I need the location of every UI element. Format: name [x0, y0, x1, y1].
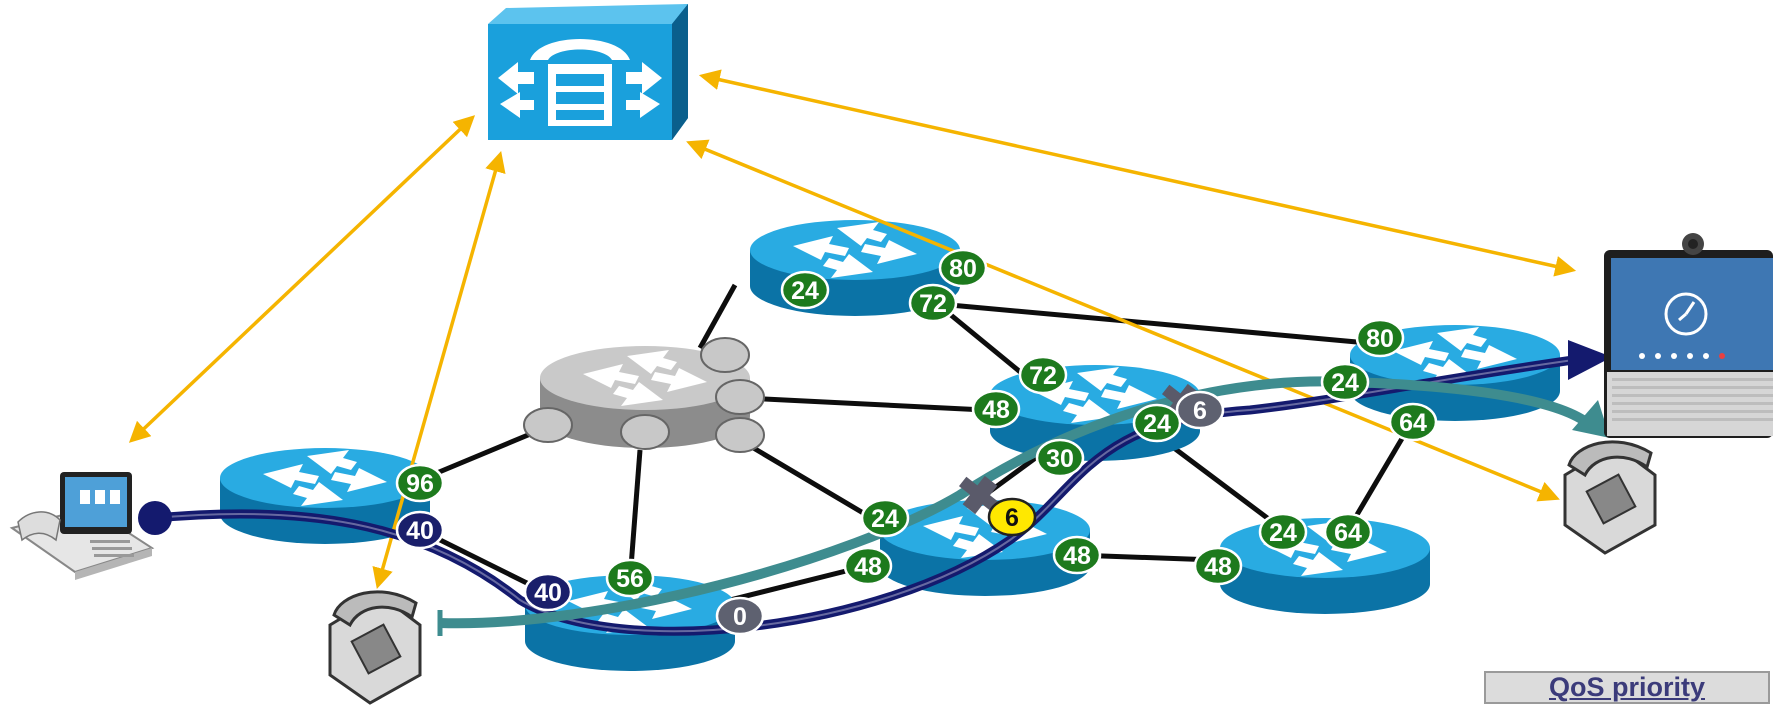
qos-badge-value: 96	[406, 470, 434, 498]
qos-badge-value: 80	[1366, 325, 1394, 353]
legend-qos-priority: QoS priority	[1484, 671, 1770, 704]
qos-badge-value: 48	[854, 553, 882, 581]
video-phone-icon	[9, 472, 155, 580]
qos-badge: 96	[395, 463, 445, 503]
qos-badge: 24	[1258, 512, 1308, 552]
qos-badge: 24	[1132, 403, 1182, 443]
media-path-teal	[439, 376, 1599, 629]
qos-badge-value: 48	[1204, 553, 1232, 581]
qos-badge: 48	[843, 546, 893, 586]
fault-icon	[958, 475, 1002, 515]
qos-badge: 72	[908, 283, 958, 323]
qos-badge-value: 48	[1063, 542, 1091, 570]
qos-badge-value: 72	[1029, 362, 1057, 390]
qos-badge-value: 24	[1331, 369, 1359, 397]
qos-badge: 6	[987, 497, 1037, 537]
qos-badge-value: 72	[919, 290, 947, 318]
qos-badge-value: 6	[1005, 504, 1019, 532]
qos-badge-value: 80	[949, 255, 977, 283]
path-arrowhead-navy	[1568, 340, 1612, 380]
qos-badge: 64	[1388, 402, 1438, 442]
qos-badge-value: 30	[1046, 445, 1074, 473]
qos-badge-value: 48	[982, 396, 1010, 424]
qos-badge-value: 40	[534, 579, 562, 607]
qos-badge: 0	[715, 596, 765, 636]
signal-left-phone	[128, 115, 476, 443]
desk-phone-icon	[328, 590, 422, 705]
legend-label: QoS priority	[1548, 672, 1705, 702]
qos-badge-value: 6	[1193, 397, 1207, 425]
qos-badge-value: 24	[791, 277, 819, 305]
signal-bottom-phone	[372, 150, 506, 590]
qos-badge: 30	[1035, 438, 1085, 478]
qos-badge: 48	[971, 389, 1021, 429]
qos-badge-value: 64	[1399, 409, 1427, 437]
qos-badge-value: 24	[1269, 519, 1297, 547]
qos-badge: 72	[1018, 355, 1068, 395]
qos-badge-value: 0	[733, 603, 747, 631]
qos-badge: 6	[1175, 390, 1225, 430]
qos-badge-value: 24	[871, 505, 899, 533]
link-core-center	[744, 395, 986, 413]
qos-badge: 80	[938, 248, 988, 288]
qos-badge: 64	[1323, 512, 1373, 552]
desk-phone-icon	[1563, 440, 1657, 555]
qos-badge: 80	[1355, 318, 1405, 358]
link-core-midcenter	[738, 437, 877, 523]
call-manager-icon	[488, 4, 688, 140]
qos-badge-value: 40	[406, 517, 434, 545]
qos-badge: 40	[395, 510, 445, 550]
link-core-bottom	[627, 449, 643, 581]
path-arrowhead-teal	[1572, 400, 1610, 438]
qos-badge: 24	[780, 270, 830, 310]
qos-badge: 40	[523, 572, 573, 612]
qos-badge: 24	[1320, 362, 1370, 402]
qos-badge-value: 56	[616, 565, 644, 593]
core-router-icon	[523, 337, 765, 453]
qos-badge: 48	[1052, 535, 1102, 575]
qos-badge-value: 24	[1143, 410, 1171, 438]
qos-badge: 56	[605, 558, 655, 598]
qos-badge-value: 64	[1334, 519, 1362, 547]
qos-badge: 48	[1193, 546, 1243, 586]
video-endpoint-icon	[1604, 233, 1773, 438]
path-start-dot	[138, 501, 172, 535]
qos-badge: 24	[860, 498, 910, 538]
